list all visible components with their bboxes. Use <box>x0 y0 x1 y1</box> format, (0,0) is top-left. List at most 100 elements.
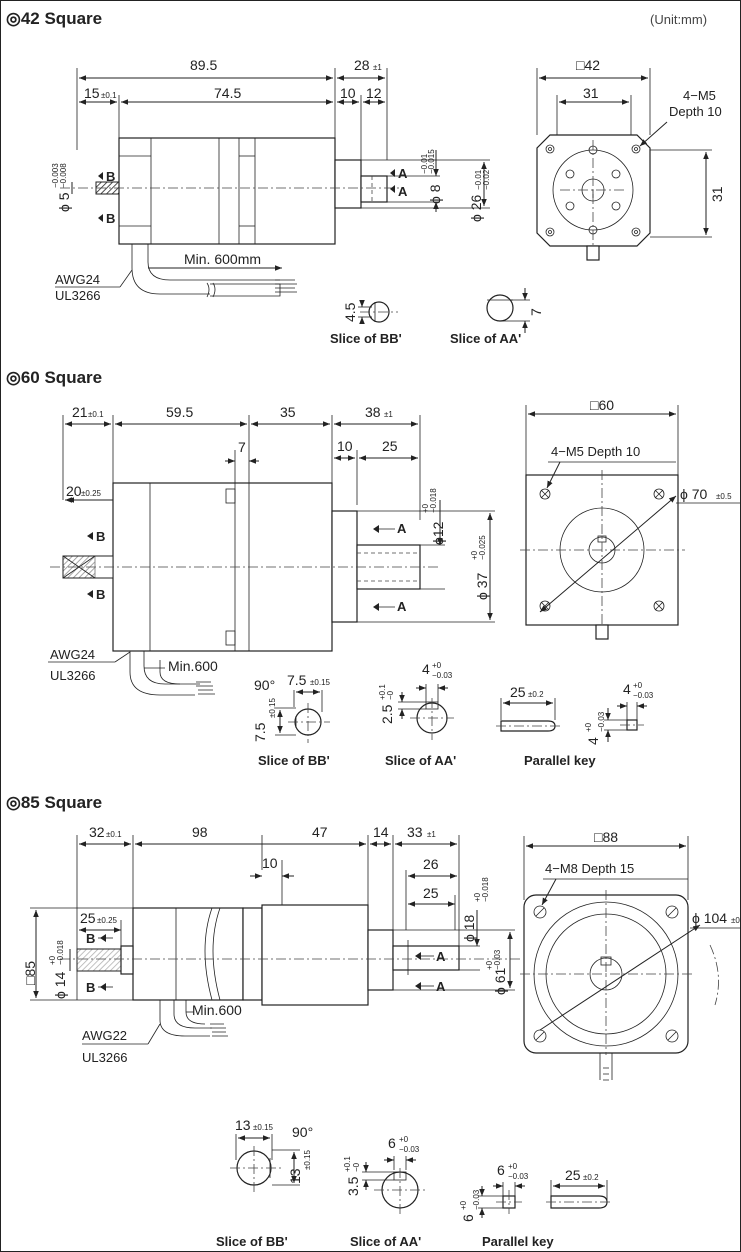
dim-31-v: 31 <box>709 186 725 202</box>
dim-sq42: □42 <box>576 57 600 73</box>
dim-phi18-tol2: −0.018 <box>481 877 490 902</box>
front-view-60: □60 4−M5 Depth 10 ϕ 70 ±0.5 <box>520 397 741 640</box>
dim-bb-4-5: 4.5 <box>342 302 358 322</box>
unit-label: (Unit:mm) <box>650 12 707 27</box>
section-title-85: ◎85 Square <box>6 793 102 812</box>
dim-98: 98 <box>192 824 208 840</box>
caption-aa-42: Slice of AA' <box>450 331 521 346</box>
dim-10: 10 <box>340 85 356 101</box>
dim-phi12-tol2: −0.018 <box>429 488 438 513</box>
dim-21-tol: ±0.1 <box>88 410 104 419</box>
section-42-square: ◎42 Square (Unit:mm) 89.5 28 ±1 15 ±0.1 … <box>6 9 725 346</box>
cable-length-60: Min.600 <box>168 658 218 674</box>
dim-bb-13-v: 13 <box>287 1168 303 1184</box>
dim-phi8-tol1: −0.01 <box>420 153 429 174</box>
dim-phi70-tol: ±0.5 <box>716 492 732 501</box>
dim-key-6a-85: 6 <box>497 1162 505 1178</box>
section-b-bottom-60: B <box>96 587 105 602</box>
section-85-square: ◎85 Square 32 ±0.1 98 47 14 33 ±1 10 <box>6 793 741 1249</box>
dim-phi8-tol2: −0.015 <box>427 149 436 174</box>
side-view-42: 89.5 28 ±1 15 ±0.1 74.5 10 12 <box>51 57 491 303</box>
dim-key-4a-60: 4 <box>623 681 631 697</box>
caption-bb-42: Slice of BB' <box>330 331 402 346</box>
dim-25b-tol: ±0.25 <box>97 916 118 925</box>
dim-32: 32 <box>89 824 105 840</box>
dim-47: 47 <box>312 824 328 840</box>
dim-20: 20 <box>66 483 82 499</box>
dim-phi5: ϕ 5 <box>56 192 72 212</box>
section-a-top-85: A <box>436 949 446 964</box>
dim-phi14: ϕ 14 <box>52 971 68 999</box>
dim-phi26-tol2: −0.02 <box>482 169 491 190</box>
dim-phi26: ϕ 26 <box>468 194 484 222</box>
dim-26: 26 <box>423 856 439 872</box>
dim-35: 35 <box>280 404 296 420</box>
dim-15: 15 <box>84 85 100 101</box>
front-view-42: □42 31 4−M5 Depth 10 31 <box>536 57 725 261</box>
dim-25-60: 25 <box>382 438 398 454</box>
caption-aa-60: Slice of AA' <box>385 753 456 768</box>
dim-sq60: □60 <box>590 397 614 413</box>
caption-bb-60: Slice of BB' <box>258 753 330 768</box>
dim-key-6b-tol2-85: −0.03 <box>472 1189 481 1210</box>
dim-aa-4-60: 4 <box>422 661 430 677</box>
dim-33: 33 <box>407 824 423 840</box>
section-b-top: B <box>106 169 115 184</box>
dim-bb-7-5-h: 7.5 <box>287 672 307 688</box>
dim-59-5: 59.5 <box>166 404 193 420</box>
holes-label-60: 4−M5 Depth 10 <box>551 444 640 459</box>
dim-key-25-60: 25 <box>510 684 526 700</box>
dim-phi14-tol1: +0 <box>48 955 57 965</box>
holes-label-85: 4−M8 Depth 15 <box>545 861 634 876</box>
dim-key-4a-tol1-60: +0 <box>633 681 643 690</box>
dim-phi8: ϕ 8 <box>427 184 443 204</box>
section-b-bottom-85: B <box>86 980 95 995</box>
dim-key-4a-tol2-60: −0.03 <box>633 691 654 700</box>
caption-bb-85: Slice of BB' <box>216 1234 288 1249</box>
dim-sq85: □85 <box>22 961 38 985</box>
dim-aa-6-tol1-85: +0 <box>399 1135 409 1144</box>
dim-phi37-tol2: −0.025 <box>478 535 487 560</box>
dim-phi61: ϕ 61 <box>492 967 508 995</box>
section-a-bottom-60: A <box>397 599 407 614</box>
dim-20-tol: ±0.25 <box>81 489 102 498</box>
side-view-85: 32 ±0.1 98 47 14 33 ±1 10 26 25 25 ±0.25 <box>22 824 520 1065</box>
dim-phi26-tol1: −0.01 <box>474 169 483 190</box>
front-view-85: □88 4−M8 Depth 15 ϕ 104 ±0 <box>520 829 741 1081</box>
dim-bb-13-h-tol: ±0.15 <box>253 1123 274 1132</box>
dim-aa-7: 7 <box>528 308 544 316</box>
dim-phi104-tol: ±0 <box>731 916 740 925</box>
dim-key-25-85: 25 <box>565 1167 581 1183</box>
slice-views-85: 13 ±0.15 90° 13 ±0.15 6 +0 −0.03 <box>216 1117 612 1249</box>
dim-25b: 25 <box>80 910 96 926</box>
dim-phi70: ϕ 70 <box>680 486 708 502</box>
dim-phi61-tol1: +0 <box>485 960 494 970</box>
section-title-60: ◎60 Square <box>6 368 102 387</box>
dim-phi12: ϕ12 <box>430 521 446 545</box>
dim-bb-90-60: 90° <box>254 677 275 693</box>
dim-28: 28 <box>354 57 370 73</box>
section-a-top: A <box>398 166 408 181</box>
section-a-bottom-85: A <box>436 979 446 994</box>
dim-key-6a-tol1-85: +0 <box>508 1162 518 1171</box>
dim-aa-3-5-tol2: −0 <box>352 1162 361 1172</box>
dim-32-tol: ±0.1 <box>106 830 122 839</box>
dim-phi12-tol1: +0 <box>421 503 430 513</box>
caption-key-85: Parallel key <box>482 1234 554 1249</box>
dim-31-h: 31 <box>583 85 599 101</box>
dim-key-6a-tol2-85: −0.03 <box>508 1172 529 1181</box>
section-b-bottom: B <box>106 211 115 226</box>
dim-phi37: ϕ 37 <box>474 572 490 600</box>
dim-12: 12 <box>366 85 382 101</box>
dim-key-6b-tol1-85: +0 <box>459 1200 468 1210</box>
section-title-42: ◎42 Square <box>6 9 102 28</box>
dim-bb-13-h: 13 <box>235 1117 251 1133</box>
ul-label-85: UL3266 <box>82 1050 128 1065</box>
dim-phi14-tol2: −0.018 <box>56 940 65 965</box>
dim-phi5-tol1: −0.003 <box>51 163 60 188</box>
cable-length-42: Min. 600mm <box>184 251 261 267</box>
dim-74-5: 74.5 <box>214 85 241 101</box>
dim-phi18: ϕ 18 <box>461 914 477 942</box>
dim-sq88: □88 <box>594 829 618 845</box>
